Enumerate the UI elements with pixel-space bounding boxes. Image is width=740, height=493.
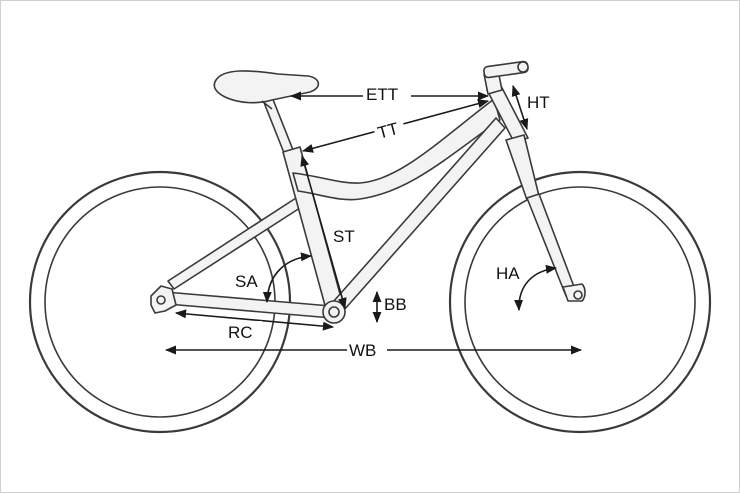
st-arrow xyxy=(300,154,347,310)
label-bb: BB xyxy=(384,295,407,314)
label-ha: HA xyxy=(496,264,520,283)
label-st: ST xyxy=(333,227,355,246)
label-rc: RC xyxy=(228,323,253,342)
down-tube xyxy=(332,117,506,311)
label-ht: HT xyxy=(527,93,550,112)
saddle xyxy=(213,70,320,104)
fork-lower xyxy=(526,193,577,297)
ht-arrow xyxy=(511,84,529,131)
label-tt: TT xyxy=(376,119,401,143)
label-sa: SA xyxy=(235,272,258,291)
sa-arrow xyxy=(262,252,313,304)
rc-arrow xyxy=(174,309,335,331)
label-wb: WB xyxy=(349,341,376,360)
fork-upper xyxy=(505,134,540,201)
ha-arrow xyxy=(514,264,558,312)
front-wheel xyxy=(448,170,712,434)
label-ett: ETT xyxy=(366,85,398,104)
